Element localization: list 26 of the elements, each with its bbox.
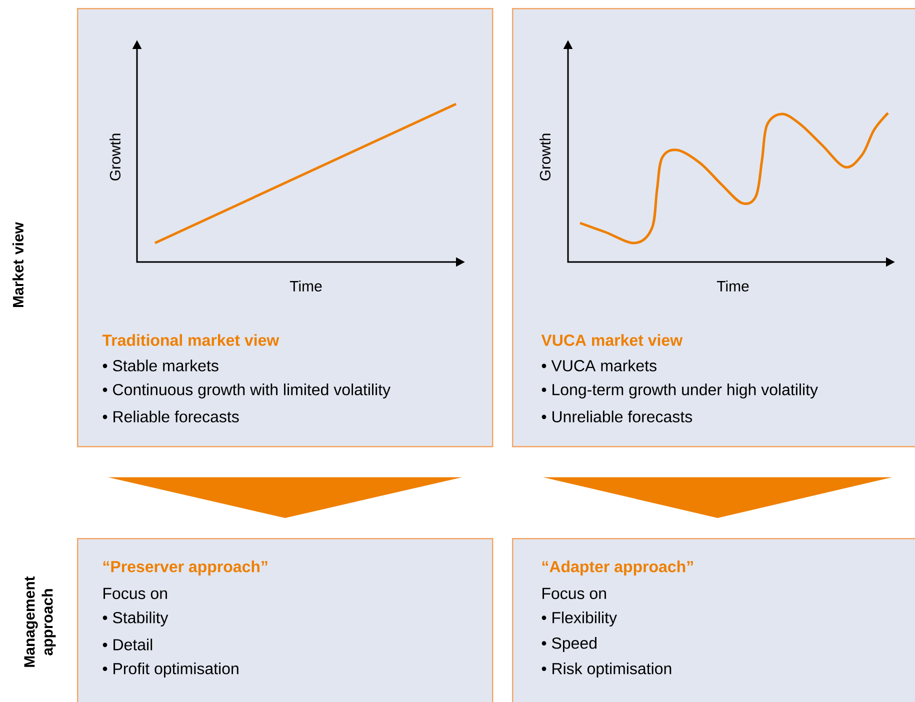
bullet-item: • Detail [102, 638, 152, 650]
axis-label: Time [290, 280, 322, 292]
bullet-item: • Long-term growth under high volatility [542, 384, 818, 398]
bullet-item: • Continuous growth with limited volatility [102, 384, 390, 398]
arrow [543, 477, 892, 518]
bullet-item: • Reliable forecasts [102, 410, 239, 422]
row-label: Management approach [24, 576, 56, 667]
heading: Traditional market view [102, 334, 280, 346]
axis-label: Growth [540, 134, 550, 180]
arrow [108, 477, 462, 518]
axis-label: Growth [110, 134, 120, 180]
bullet-item: • VUCA markets [542, 360, 656, 372]
bullet-item: • Flexibility [542, 612, 617, 626]
heading: “Preserver approach” [103, 560, 268, 576]
text-line: Focus on [104, 588, 167, 600]
heading: VUCA market view [541, 334, 683, 346]
bullet-item: • Risk optimisation [542, 662, 672, 678]
bullet-item: • Profit optimisation [102, 662, 238, 678]
bullet-item: • Unreliable forecasts [542, 410, 692, 422]
bullet-item: • Stability [102, 612, 168, 626]
bullet-item: • Speed [542, 637, 596, 652]
bullet-item: • Stable markets [102, 360, 218, 372]
axis-label: Time [716, 280, 749, 292]
heading: “Adapter approach” [542, 560, 693, 576]
text-line: Focus on [542, 588, 606, 600]
row-label: Market view [12, 222, 24, 307]
